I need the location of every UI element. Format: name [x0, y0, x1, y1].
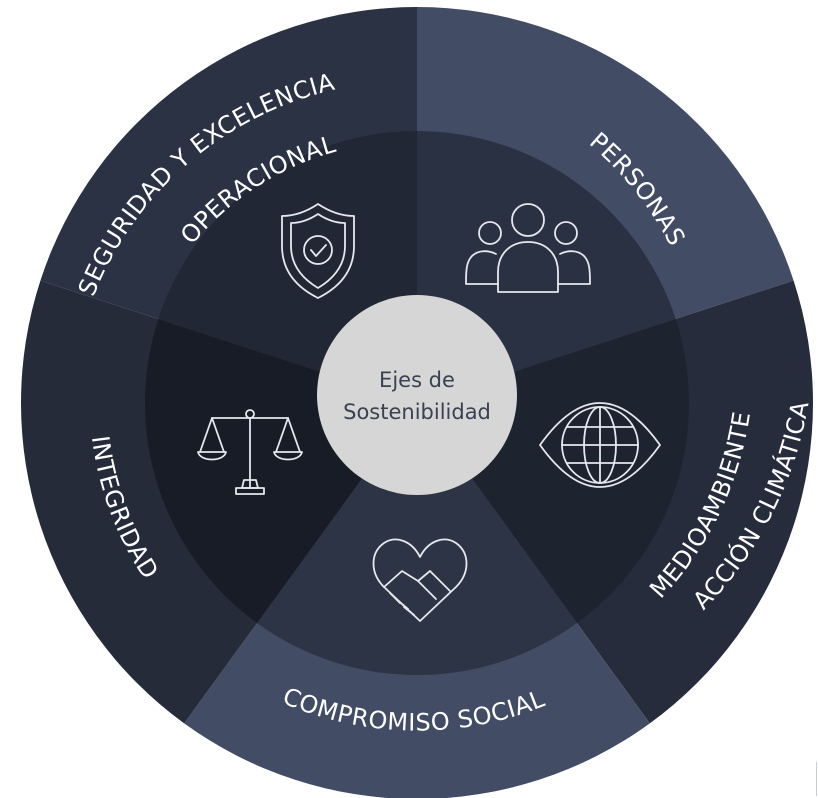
sector-inner-compromiso — [257, 403, 577, 676]
people-group-icon — [465, 203, 591, 293]
center-title-line2: Sostenibilidad — [343, 400, 491, 424]
edge-divider — [816, 762, 817, 796]
shield-check-icon — [281, 203, 355, 299]
handshake-heart-icon — [372, 538, 468, 622]
scales-icon — [197, 409, 303, 495]
center-title-line1: Ejes de — [379, 368, 455, 392]
globe-eye-icon — [539, 402, 661, 488]
center-circle — [317, 295, 517, 495]
